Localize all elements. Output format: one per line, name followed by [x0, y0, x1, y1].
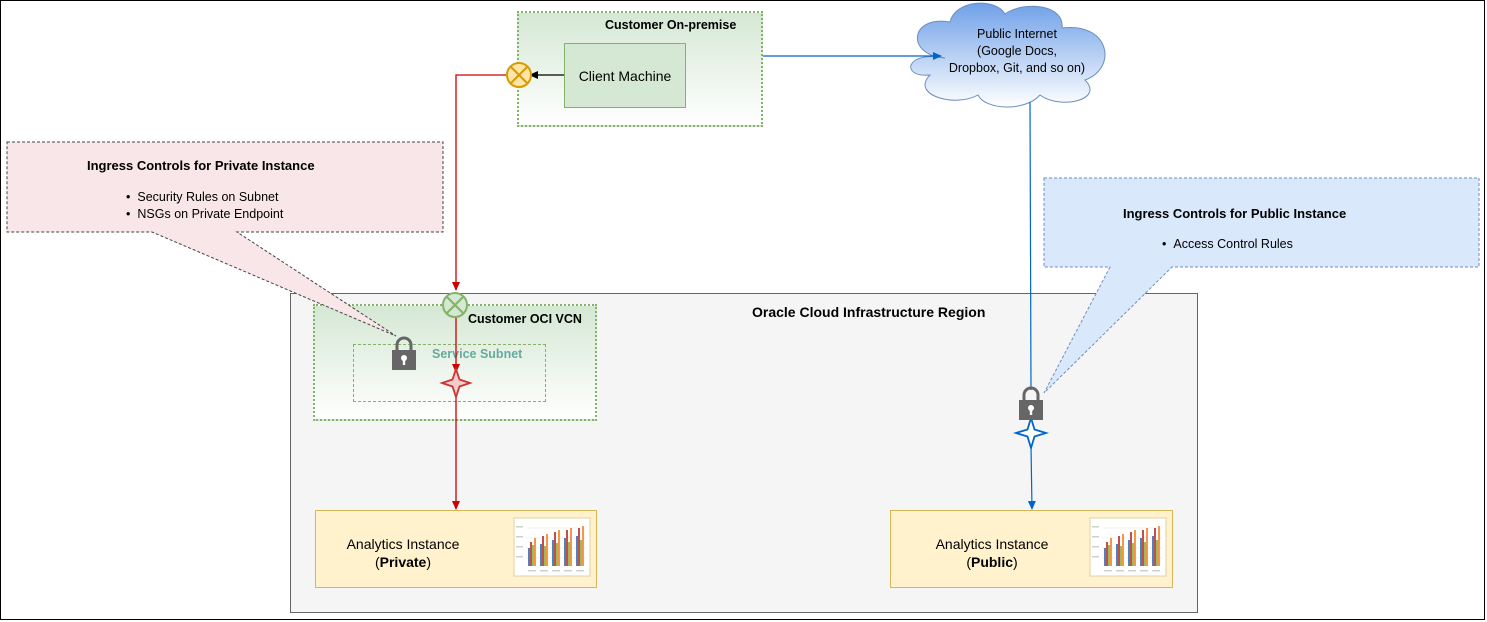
public-ingress-title: Ingress Controls for Public Instance — [1123, 206, 1347, 221]
private-ingress-item: NSGs on Private Endpoint — [126, 206, 283, 223]
service-subnet-box — [353, 344, 546, 402]
public-internet-label: Public Internet (Google Docs, Dropbox, G… — [945, 26, 1089, 77]
onprem-title: Customer On-premise — [605, 18, 737, 32]
public-ingress-list: Access Control Rules — [1162, 236, 1293, 253]
private-endpoint-star-icon — [439, 366, 473, 400]
public-chart-thumbnail — [1089, 517, 1167, 577]
client-machine-label: Client Machine — [578, 67, 672, 84]
private-ingress-callout — [6, 141, 444, 337]
instance-public-line1: Analytics Instance — [935, 536, 1049, 552]
private-padlock-icon — [390, 336, 418, 372]
public-ingress-item: Access Control Rules — [1162, 236, 1293, 253]
internet-line-3: Dropbox, Git, and so on) — [948, 61, 1086, 75]
instance-public-line2: (Public) — [966, 554, 1018, 570]
onprem-gateway-icon — [506, 62, 532, 88]
public-endpoint-star-icon — [1012, 414, 1050, 452]
internet-line-1: Public Internet — [977, 27, 1057, 41]
instance-private-line1: Analytics Instance — [346, 536, 460, 552]
instance-public-label: Analytics Instance (Public) — [902, 535, 1082, 571]
public-path-lower — [1027, 445, 1036, 510]
internet-line-2: (Google Docs, — [977, 44, 1057, 58]
subnet-label: Service Subnet — [432, 347, 523, 361]
public-internet-cloud — [910, 2, 1106, 108]
client-machine-box: Client Machine — [564, 43, 686, 108]
vcn-title: Customer OCI VCN — [468, 312, 582, 326]
public-path-upper — [1029, 101, 1032, 391]
private-ingress-title: Ingress Controls for Private Instance — [87, 158, 315, 173]
instance-private-label: Analytics Instance (Private) — [313, 535, 493, 571]
vcn-gateway-icon — [442, 292, 468, 318]
public-ingress-callout — [1043, 177, 1480, 394]
private-ingress-list: Security Rules on Subnet NSGs on Private… — [126, 189, 283, 223]
instance-private-line2: (Private) — [374, 554, 432, 570]
region-title: Oracle Cloud Infrastructure Region — [752, 304, 986, 320]
private-path-upper — [452, 74, 507, 291]
private-ingress-item: Security Rules on Subnet — [126, 189, 283, 206]
public-padlock-icon — [1017, 386, 1045, 422]
private-chart-thumbnail — [513, 517, 591, 577]
